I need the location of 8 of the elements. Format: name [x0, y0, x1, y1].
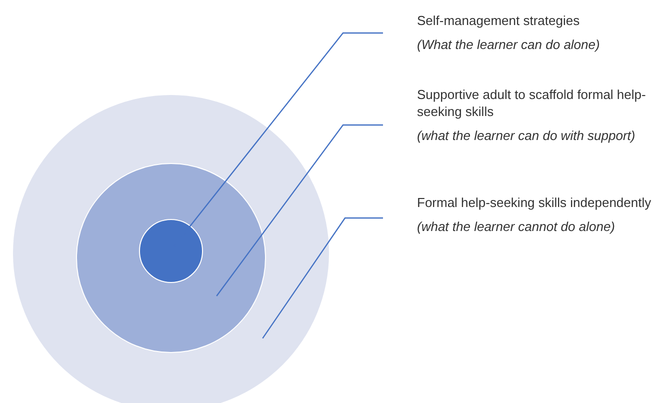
leader-line: [216, 124, 383, 296]
note-text: (what the learner can do with support): [417, 127, 636, 144]
label-text: Formal help-seeking skills independently: [417, 194, 652, 211]
leader-line: [262, 217, 383, 339]
note-text: (What the learner can do alone): [417, 36, 601, 53]
label-text: Self-management strategies: [417, 12, 581, 29]
label-text: Supportive adult to scaffold formal help-seeking skills: [417, 86, 647, 120]
note-text: (what the learner cannot do alone): [417, 218, 616, 235]
